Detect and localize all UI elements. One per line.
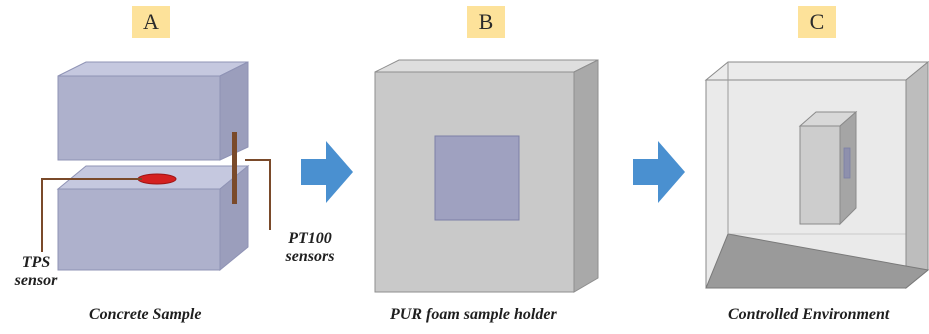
- tps-label-line1: TPS: [21, 254, 51, 271]
- pt100-probe: [232, 132, 237, 204]
- tps-label-line2: sensor: [14, 272, 58, 289]
- tps-leader-line: [41, 178, 142, 252]
- caption-c: Controlled Environment: [728, 306, 890, 323]
- holder-in-chamber: [798, 110, 858, 226]
- right-arrow-icon: [633, 141, 685, 203]
- pt100-label-line1: PT100: [288, 230, 332, 247]
- tps-sensor-disc: [137, 173, 177, 185]
- panel-label-a: A: [132, 6, 170, 38]
- pt100-leader-line: [245, 159, 271, 230]
- caption-a: Concrete Sample: [89, 306, 202, 323]
- pt100-sensors-label: PT100 sensors: [275, 230, 345, 266]
- foam-sample-window: [434, 135, 520, 221]
- pt100-label-line2: sensors: [285, 248, 335, 265]
- concrete-lower-block: [56, 164, 250, 272]
- right-arrow-icon: [301, 141, 353, 203]
- caption-b: PUR foam sample holder: [390, 306, 557, 323]
- panel-label-b: B: [467, 6, 505, 38]
- tps-sensor-label: TPS sensor: [4, 254, 68, 290]
- concrete-upper-block: [57, 61, 249, 161]
- panel-label-c: C: [798, 6, 836, 38]
